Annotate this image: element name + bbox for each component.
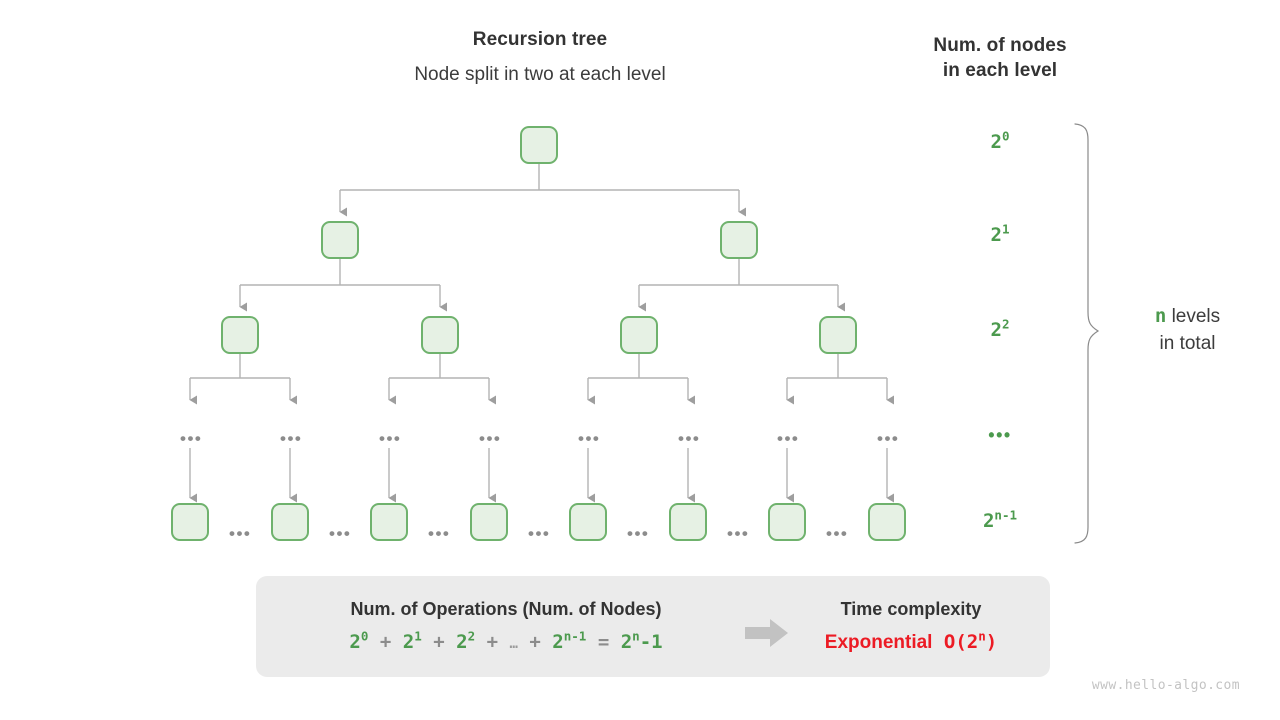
level-count-0-exp: 0 [1001, 128, 1010, 144]
node-count-heading: Num. of nodes in each level [900, 33, 1100, 83]
summary-panel: Num. of Operations (Num. of Nodes) 20 + … [256, 576, 1050, 677]
level-count-0: 20 [955, 128, 1045, 153]
total-levels-word: levels [1171, 306, 1221, 327]
page-title: Recursion tree [472, 29, 608, 50]
complexity-value: Exponential O(2n) [786, 628, 1036, 654]
level-count-2: 22 [955, 316, 1045, 341]
tree-ellipsis-l3-6: ••• [777, 429, 800, 448]
tree-ellipsis-l3-3: ••• [479, 429, 502, 448]
formula-term-2: 22 [456, 628, 476, 653]
tree-ellipsis-l3-7: ••• [877, 429, 900, 448]
tree-node-l4-1[interactable] [271, 503, 309, 541]
tree-ellipsis-l4-0: ••• [229, 524, 252, 543]
tree-ellipsis-l4-2: ••• [428, 524, 451, 543]
level-count-2-exp: 2 [1001, 316, 1010, 332]
formula-op-3: + [529, 631, 541, 653]
complexity-column: Time complexity Exponential O(2n) [786, 599, 1036, 654]
tree-ellipsis-l4-1: ••• [329, 524, 352, 543]
formula-op-1: + [433, 631, 445, 653]
tree-node-l1-1[interactable] [720, 221, 758, 259]
watermark: www.hello-algo.com [1091, 678, 1240, 693]
formula-op-2: + [486, 631, 499, 653]
level-count-1-exp: 1 [1001, 221, 1010, 237]
level-count-4-base: 2 [982, 510, 995, 532]
tree-ellipsis-l3-1: ••• [280, 429, 303, 448]
level-count-1-base: 2 [990, 224, 1002, 246]
tree-ellipsis-l3-4: ••• [578, 429, 601, 448]
tree-node-l4-4[interactable] [569, 503, 607, 541]
tree-ellipsis-l3-5: ••• [678, 429, 701, 448]
tree-ellipsis-l4-6: ••• [826, 524, 849, 543]
tree-node-l2-2[interactable] [620, 316, 658, 354]
right-arrow-icon [745, 619, 788, 647]
tree-node-l1-0[interactable] [321, 221, 359, 259]
tree-node-l0-0[interactable] [520, 126, 558, 164]
tree-node-l4-0[interactable] [171, 503, 209, 541]
tree-ellipsis-l4-5: ••• [727, 524, 750, 543]
total-levels-label: n levels in total [1105, 303, 1270, 357]
formula-equals: = [597, 631, 610, 653]
levels-brace [1074, 123, 1100, 544]
tree-node-l4-5[interactable] [669, 503, 707, 541]
complexity-notation: O(2n) [943, 628, 998, 653]
level-count-1: 21 [955, 221, 1045, 246]
total-levels-n-symbol: n [1154, 305, 1167, 327]
node-count-heading-line2: in each level [942, 60, 1058, 81]
formula-term-1: 21 [402, 628, 422, 653]
complexity-label: Exponential [824, 632, 933, 653]
total-levels-line2: in total [1159, 333, 1216, 354]
complexity-heading: Time complexity [840, 599, 982, 619]
tree-node-l2-3[interactable] [819, 316, 857, 354]
tree-node-l2-1[interactable] [421, 316, 459, 354]
tree-node-l2-0[interactable] [221, 316, 259, 354]
formula-result: 2n-1 [620, 628, 663, 653]
level-count-3-ellipsis: ••• [988, 425, 1012, 445]
page-subtitle: Node split in two at each level [414, 64, 666, 85]
formula-ellipsis: … [509, 636, 518, 652]
level-count-0-base: 2 [990, 131, 1002, 153]
level-count-4-exp: n-1 [994, 507, 1018, 523]
level-count-4: 2n-1 [955, 507, 1045, 532]
node-count-heading-line1: Num. of nodes [933, 35, 1067, 56]
operations-formula: 20 + 21 + 22 + … + 2n-1 = 2n-1 [276, 628, 736, 653]
tree-ellipsis-l3-0: ••• [180, 429, 203, 448]
tree-node-l4-6[interactable] [768, 503, 806, 541]
formula-op-0: + [379, 631, 392, 653]
tree-ellipsis-l3-2: ••• [379, 429, 402, 448]
operations-heading: Num. of Operations (Num. of Nodes) [350, 599, 662, 619]
operations-column: Num. of Operations (Num. of Nodes) 20 + … [276, 599, 736, 653]
tree-ellipsis-l4-4: ••• [627, 524, 650, 543]
tree-node-l4-3[interactable] [470, 503, 508, 541]
formula-term-3: 2n-1 [552, 628, 587, 653]
tree-node-l4-7[interactable] [868, 503, 906, 541]
total-levels-line1: n levels [1105, 303, 1270, 330]
tree-node-l4-2[interactable] [370, 503, 408, 541]
formula-term-0: 20 [349, 628, 369, 653]
level-count-2-base: 2 [990, 319, 1002, 341]
tree-ellipsis-l4-3: ••• [528, 524, 551, 543]
